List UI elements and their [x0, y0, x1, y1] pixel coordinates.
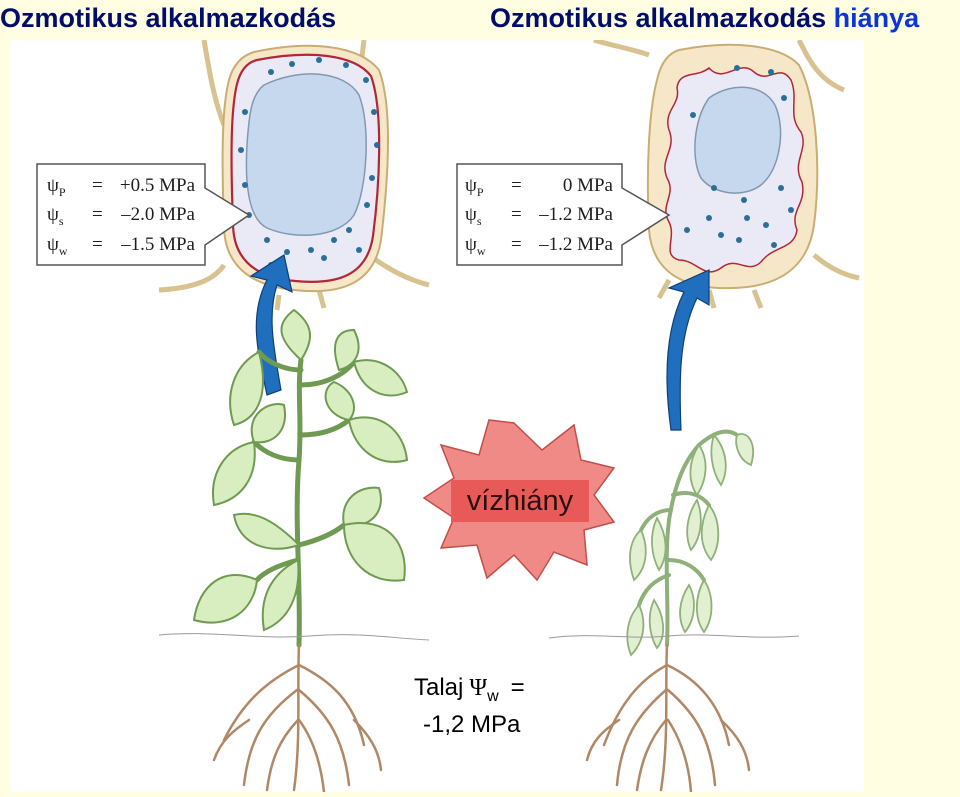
diagram-canvas: ψP = +0.5 MPa ψs = –2.0 MPa ψw = –1.5 MP…: [36, 40, 860, 792]
title-left: Ozmotikus alkalmazkodás: [0, 3, 337, 33]
soil-line: [158, 633, 800, 641]
psi-s-right: ψs: [465, 204, 482, 228]
psi-w-right: ψw: [465, 234, 486, 258]
psi-s-left: ψs: [47, 204, 64, 228]
callout-left: [36, 163, 251, 266]
soil-sub: w: [486, 688, 499, 705]
eq-p-left: =: [92, 175, 103, 196]
cell-turgid-icon: [158, 40, 430, 311]
value-s-left: –2.0 MPa: [120, 204, 195, 225]
callout-right: [456, 163, 671, 266]
value-p-left: +0.5 MPa: [120, 175, 196, 196]
cell-plasmolysed-icon: [593, 40, 860, 309]
wilted-plant-icon: [585, 429, 754, 792]
eq-w-left: =: [92, 234, 103, 255]
arrow-up-icon-right: [666, 269, 710, 431]
potential-list-left: ψP = +0.5 MPa ψs = –2.0 MPa ψw = –1.5 MP…: [47, 175, 196, 258]
eq-w-right: =: [511, 234, 522, 255]
soil-eq: =: [511, 674, 525, 701]
soil-prefix: Talaj: [414, 674, 463, 701]
soil-value: -1,2 MPa: [423, 711, 521, 738]
psi-p-right: ψP: [465, 175, 484, 199]
psi-p-left: ψP: [47, 175, 66, 199]
eq-s-right: =: [511, 204, 522, 225]
title-right-main: Ozmotikus alkalmazkodás: [490, 3, 827, 33]
eq-p-right: =: [511, 175, 522, 196]
soil-symbol: Ψ: [469, 675, 487, 701]
eq-s-left: =: [92, 204, 103, 225]
diagram-panel: ψP = +0.5 MPa ψs = –2.0 MPa ψw = –1.5 MP…: [9, 40, 864, 792]
title-right-highlight: hiánya: [833, 3, 920, 33]
upright-plant-icon: [192, 308, 409, 792]
title-right: Ozmotikus alkalmazkodás hiánya: [490, 2, 919, 34]
value-p-right: 0 MPa: [563, 175, 614, 196]
value-w-right: –1.2 MPa: [538, 234, 613, 255]
burst-label: vízhiány: [467, 485, 574, 517]
value-s-right: –1.2 MPa: [538, 204, 613, 225]
value-w-left: –1.5 MPa: [120, 234, 195, 255]
psi-w-left: ψw: [47, 234, 68, 258]
burst-star-icon: [422, 419, 616, 582]
potential-list-right: ψP = 0 MPa ψs = –1.2 MPa ψw = –1.2 MPa: [465, 175, 614, 258]
